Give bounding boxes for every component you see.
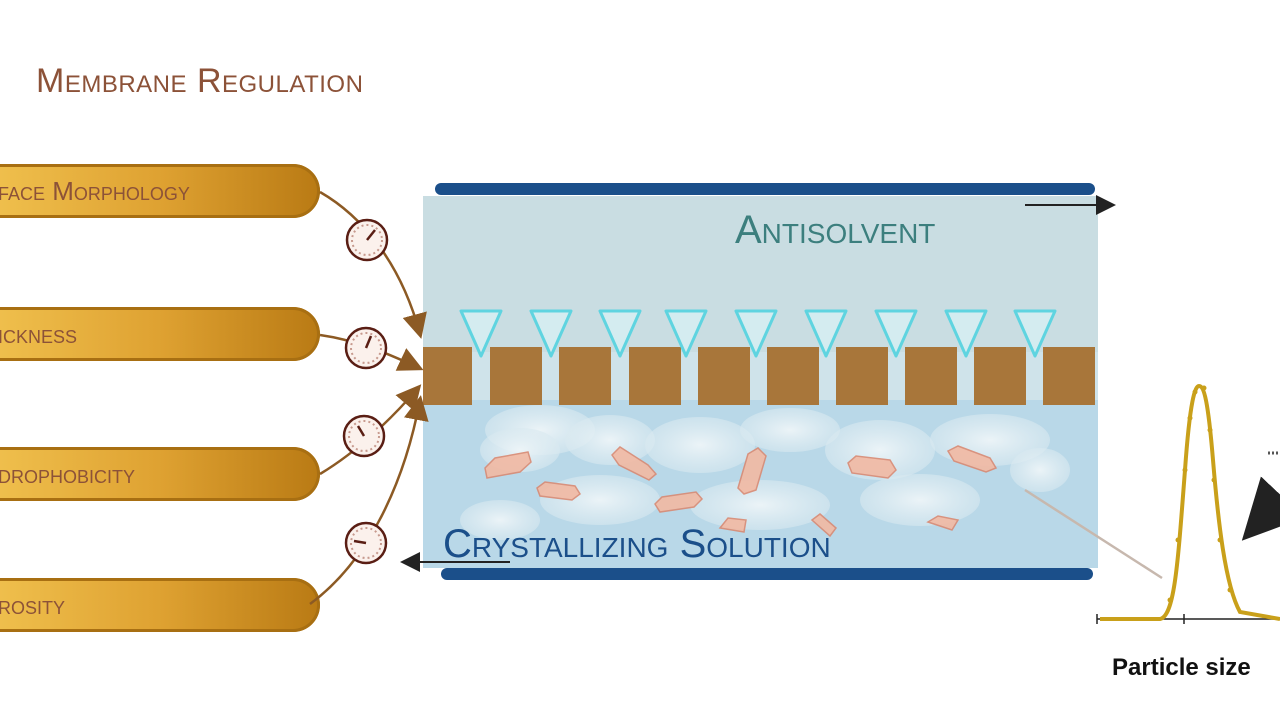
antisolvent-label: Antisolvent: [735, 208, 935, 252]
factor-label: drophobicity: [0, 458, 136, 489]
membrane-layer: [423, 347, 1095, 405]
solution-label: Crystallizing Solution: [443, 522, 831, 566]
callout-line: [1024, 488, 1163, 580]
factor-pill-thickness: ickness: [0, 307, 320, 361]
crystal-icon: [484, 445, 998, 538]
factor-pill-surface-morphology: face Morphology: [0, 164, 320, 218]
factor-label: face Morphology: [0, 175, 190, 206]
factor-label: ickness: [0, 318, 78, 349]
factor-label: rosity: [0, 589, 66, 620]
factor-pill-porosity: rosity: [0, 578, 320, 632]
page-title: Membrane Regulation: [36, 62, 364, 100]
gauge-icon: [342, 414, 386, 458]
gauge-icon: [344, 521, 388, 565]
top-channel-wall: [435, 183, 1095, 195]
triangle-pore-icon: [459, 309, 1057, 358]
distribution-curve: [1100, 383, 1280, 621]
distribution-plot: [1096, 383, 1280, 624]
gauge-icon: [345, 218, 389, 262]
factor-pill-hydrophobicity: drophobicity: [0, 447, 320, 501]
distribution-pointer-arrow: [1241, 476, 1280, 541]
particle-size-label: Particle size: [1112, 654, 1251, 681]
bottom-channel-wall: [441, 568, 1093, 580]
gauge-icon: [344, 326, 388, 370]
